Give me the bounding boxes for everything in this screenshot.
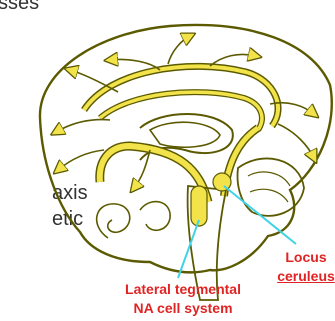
lateral-tegmental-line2: NA cell system [118, 299, 248, 318]
projection-arrow-5 [56, 120, 110, 132]
brain-outline [40, 25, 332, 272]
thalamus-oval [150, 122, 220, 147]
limbic-loop [97, 204, 130, 238]
corpus-callosum-outer [84, 66, 278, 126]
projection-arrow-9 [134, 150, 150, 188]
hippocampus-loop [140, 202, 170, 231]
projection-arrow-2 [168, 36, 190, 64]
lateral-tegmental-label: Lateral tegmental NA cell system [118, 280, 248, 318]
projection-arrow-7 [278, 124, 314, 158]
projection-arrow-4 [70, 70, 118, 92]
locus-ceruleus-label: Locus ceruleus [274, 248, 335, 286]
locus-ceruleus-line1: Locus [274, 248, 335, 267]
corpus-callosum-inner-fill [100, 92, 262, 130]
lateral-tegmental-line1: Lateral tegmental [118, 280, 248, 299]
cerebellum-fold-1 [248, 172, 290, 186]
locus-ceruleus-line2: ceruleus [274, 267, 335, 286]
cerebellum-fold-2 [250, 189, 288, 202]
pointer-locus-ceruleus [224, 186, 296, 244]
